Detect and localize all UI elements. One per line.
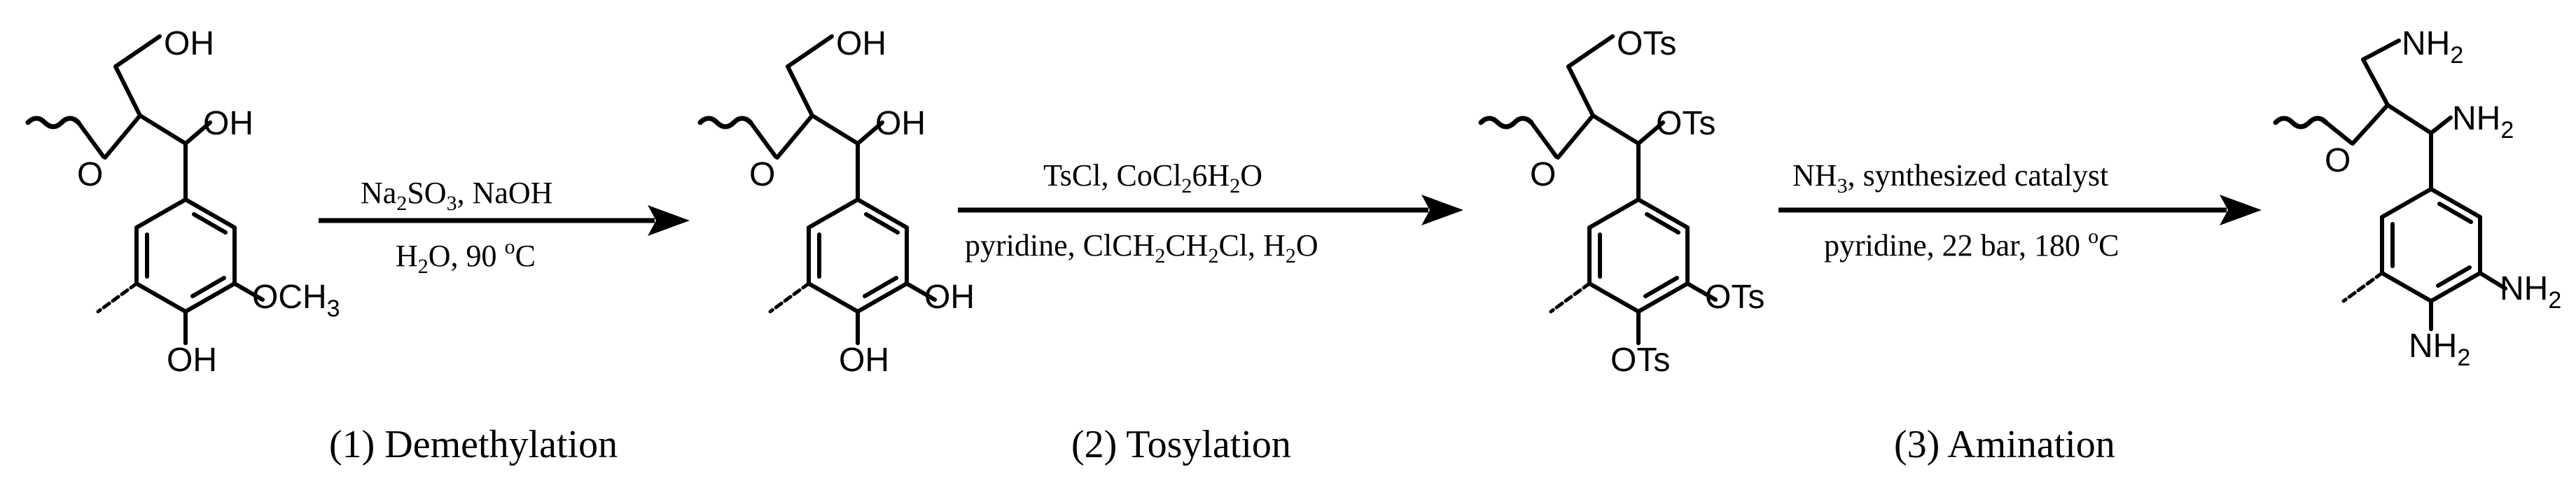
ring-double-bond — [863, 276, 898, 298]
step-3-caption: (3) Amination — [1894, 423, 2115, 466]
polymer-chain-wavy-bond — [697, 116, 753, 130]
bond — [905, 281, 937, 302]
reaction-arrow-1 — [319, 205, 690, 236]
hashed-bond — [96, 281, 139, 314]
bond — [113, 34, 162, 69]
phenolic-hydroxyl: OH — [167, 342, 217, 379]
ring-double-bond — [2436, 265, 2472, 288]
benzene-ring — [1587, 197, 1690, 314]
ring-double-bond — [190, 276, 226, 298]
step-3-conditions: pyridine, 22 bar, 180 oC — [1824, 225, 2119, 263]
polymer-chain-wavy-bond — [25, 116, 81, 130]
bond — [1685, 281, 1718, 302]
bond — [2361, 57, 2390, 107]
molecule-3: O OTs OTs OTs OTs — [1478, 25, 1764, 379]
ether-oxygen: O — [77, 156, 103, 193]
bond — [2478, 271, 2507, 291]
bond — [232, 281, 265, 302]
bond — [775, 113, 814, 160]
alpha-hydroxyl: OH — [203, 105, 253, 142]
bond — [113, 64, 142, 118]
catechol-hydroxyl: OH — [924, 279, 975, 316]
step-1-conditions: H2O, 90 oC — [396, 235, 536, 278]
ether-oxygen: O — [1530, 156, 1556, 193]
ring-double-bond — [1643, 276, 1679, 298]
reaction-arrow-2 — [958, 195, 1463, 225]
hashed-bond — [1549, 281, 1592, 314]
bond — [103, 113, 142, 160]
benzene-ring — [807, 197, 909, 314]
ether-oxygen: O — [2325, 142, 2351, 179]
ring-double-bond — [192, 212, 228, 235]
polymer-chain-wavy-bond — [2273, 116, 2329, 130]
bond — [2361, 39, 2401, 62]
hashed-bond — [768, 281, 811, 314]
benzene-ring — [134, 197, 237, 314]
bond — [2351, 103, 2390, 146]
para-amine: NH2 — [2409, 328, 2470, 371]
bond — [2324, 120, 2353, 145]
para-tosylate: OTs — [1610, 342, 1670, 379]
bond — [1566, 34, 1615, 69]
step-2-conditions: pyridine, ClCH2CH2Cl, H2O — [965, 228, 1318, 267]
benzene-ring — [2380, 187, 2482, 303]
molecule-1: O OH OH OCH3 OH — [25, 25, 340, 379]
ring-double-bond — [1645, 212, 1680, 235]
ring-double-bond — [2437, 202, 2473, 224]
bond — [1529, 120, 1559, 159]
alpha-tosylate: OTs — [1656, 105, 1715, 142]
bond — [786, 64, 814, 118]
molecule-2: O OH OH OH OH — [697, 25, 975, 379]
reaction-arrow-3 — [1778, 195, 2262, 225]
alpha-amine: NH2 — [2452, 100, 2514, 144]
meta-tosylate: OTs — [1705, 279, 1764, 316]
bond — [2429, 116, 2453, 135]
step-1-reagents: Na2SO3, NaOH — [361, 176, 552, 215]
bond — [1566, 64, 1595, 118]
step-1-caption: (1) Demethylation — [329, 423, 618, 466]
terminal-hydroxyl: OH — [836, 25, 886, 62]
ring-double-bond — [864, 212, 900, 235]
bond — [138, 113, 188, 146]
step-3-reagents: NH3, synthesized catalyst — [1792, 158, 2108, 197]
bond — [1591, 113, 1641, 146]
terminal-amine: NH2 — [2402, 25, 2463, 69]
molecule-4: O NH2 NH2 NH2 NH2 — [2273, 25, 2561, 371]
terminal-tosylate: OTs — [1617, 25, 1676, 62]
methoxy-group: OCH3 — [252, 279, 340, 322]
bond — [1636, 120, 1665, 146]
polymer-chain-wavy-bond — [1478, 116, 1534, 130]
hashed-bond — [2341, 271, 2384, 303]
bond — [786, 34, 834, 69]
terminal-hydroxyl: OH — [164, 25, 214, 62]
bond — [2386, 103, 2433, 135]
bond — [76, 120, 106, 159]
step-2-reagents: TsCl, CoCl26H2O — [1043, 158, 1262, 197]
bond — [1556, 113, 1595, 160]
meta-amine: NH2 — [2500, 270, 2561, 314]
bond — [749, 120, 778, 159]
ether-oxygen: O — [749, 156, 775, 193]
phenolic-hydroxyl: OH — [839, 342, 889, 379]
bond — [810, 113, 860, 146]
bond — [856, 120, 884, 146]
bond — [183, 120, 212, 146]
step-2-caption: (2) Tosylation — [1071, 423, 1291, 466]
alpha-hydroxyl: OH — [875, 105, 926, 142]
